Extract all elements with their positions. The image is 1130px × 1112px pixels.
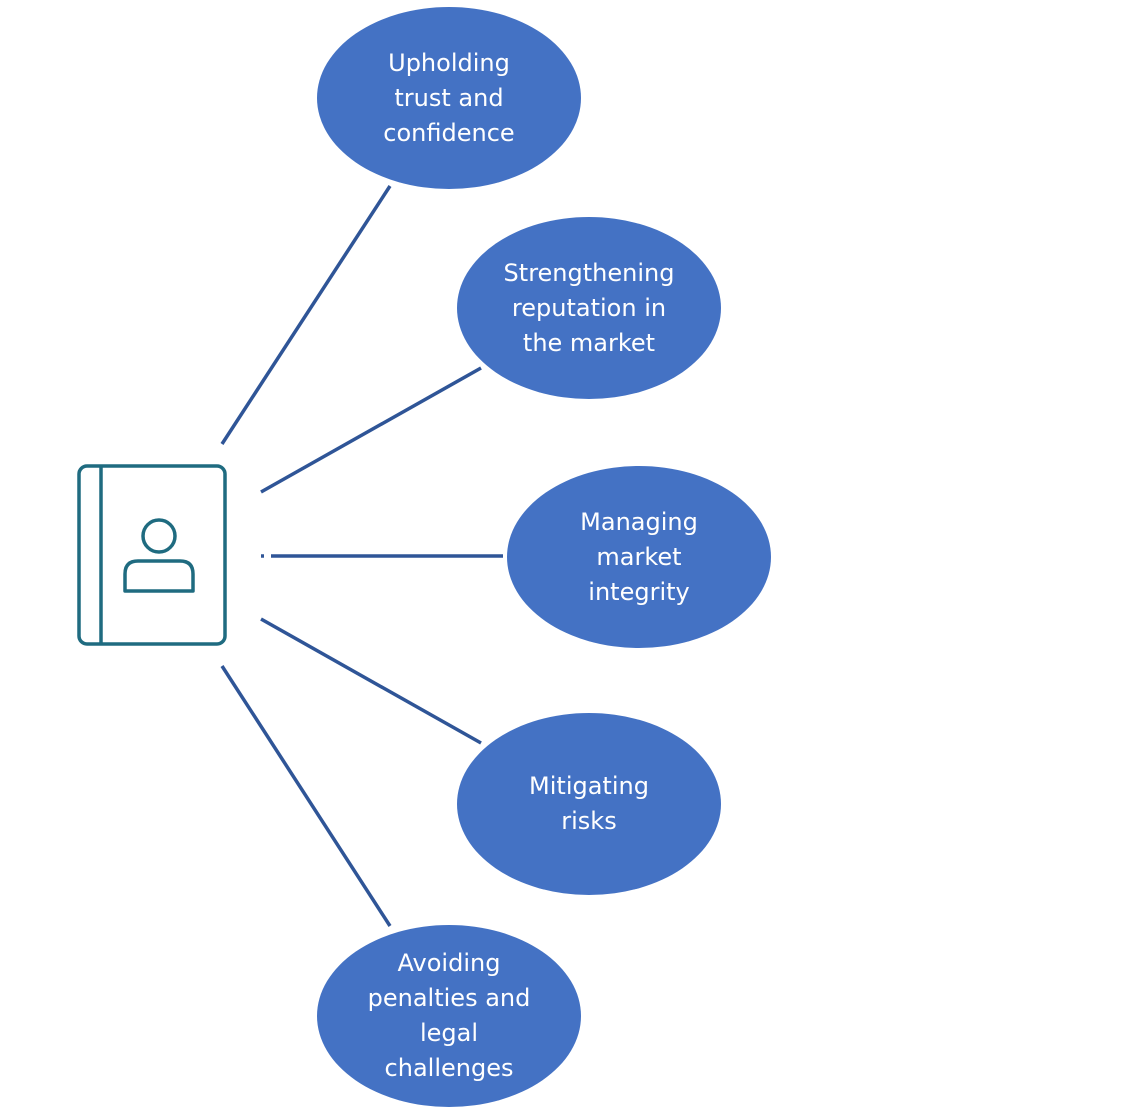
contact-book-icon [77,464,227,646]
node-label-line: trust and [394,83,504,112]
node-label-line: integrity [588,577,690,606]
node-mitigating-risks: Mitigating risks [457,713,721,895]
node-label-line: challenges [384,1054,514,1082]
node-label-line: reputation in [511,293,667,322]
node-label-line: Avoiding [397,949,501,977]
node-managing-integrity: Managing market integrity [507,466,771,648]
connector-line-1 [220,185,392,445]
connector-line-2 [260,366,482,494]
node-label-line: market [596,542,682,571]
node-label-line: confidence [383,118,515,147]
node-label-line: legal [419,1019,479,1047]
connector-line-4 [260,617,482,745]
node-label-line: the market [522,328,656,357]
node-label-line: Strengthening [503,258,675,287]
node-label-line: risks [561,807,617,835]
node-strengthening-reputation: Strengthening reputation in the market [457,217,721,399]
node-label-line: Upholding [388,48,510,77]
node-label-line: Mitigating [529,772,649,800]
node-label-line: penalties and [367,984,531,1012]
connector-line-5 [220,665,392,927]
node-label-line: Managing [580,507,698,536]
node-upholding-trust: Upholding trust and confidence [317,7,581,189]
node-avoiding-penalties: Avoiding penalties and legal challenges [317,925,581,1107]
